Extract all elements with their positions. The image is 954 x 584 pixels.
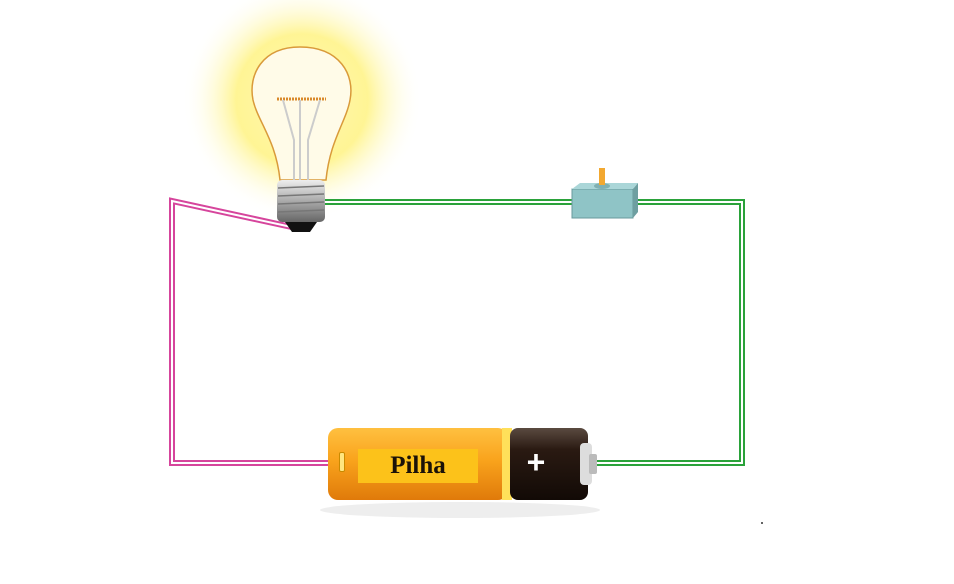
switch-lever[interactable] xyxy=(599,168,605,185)
light-bulb xyxy=(251,46,352,232)
battery-label: Pilha xyxy=(390,452,446,479)
switch[interactable] xyxy=(571,168,638,219)
negative-terminal-mark xyxy=(339,452,345,472)
negative-wire xyxy=(169,197,330,466)
positive-wire xyxy=(322,199,745,466)
positive-terminal-symbol: + xyxy=(526,444,546,480)
battery xyxy=(320,428,600,518)
